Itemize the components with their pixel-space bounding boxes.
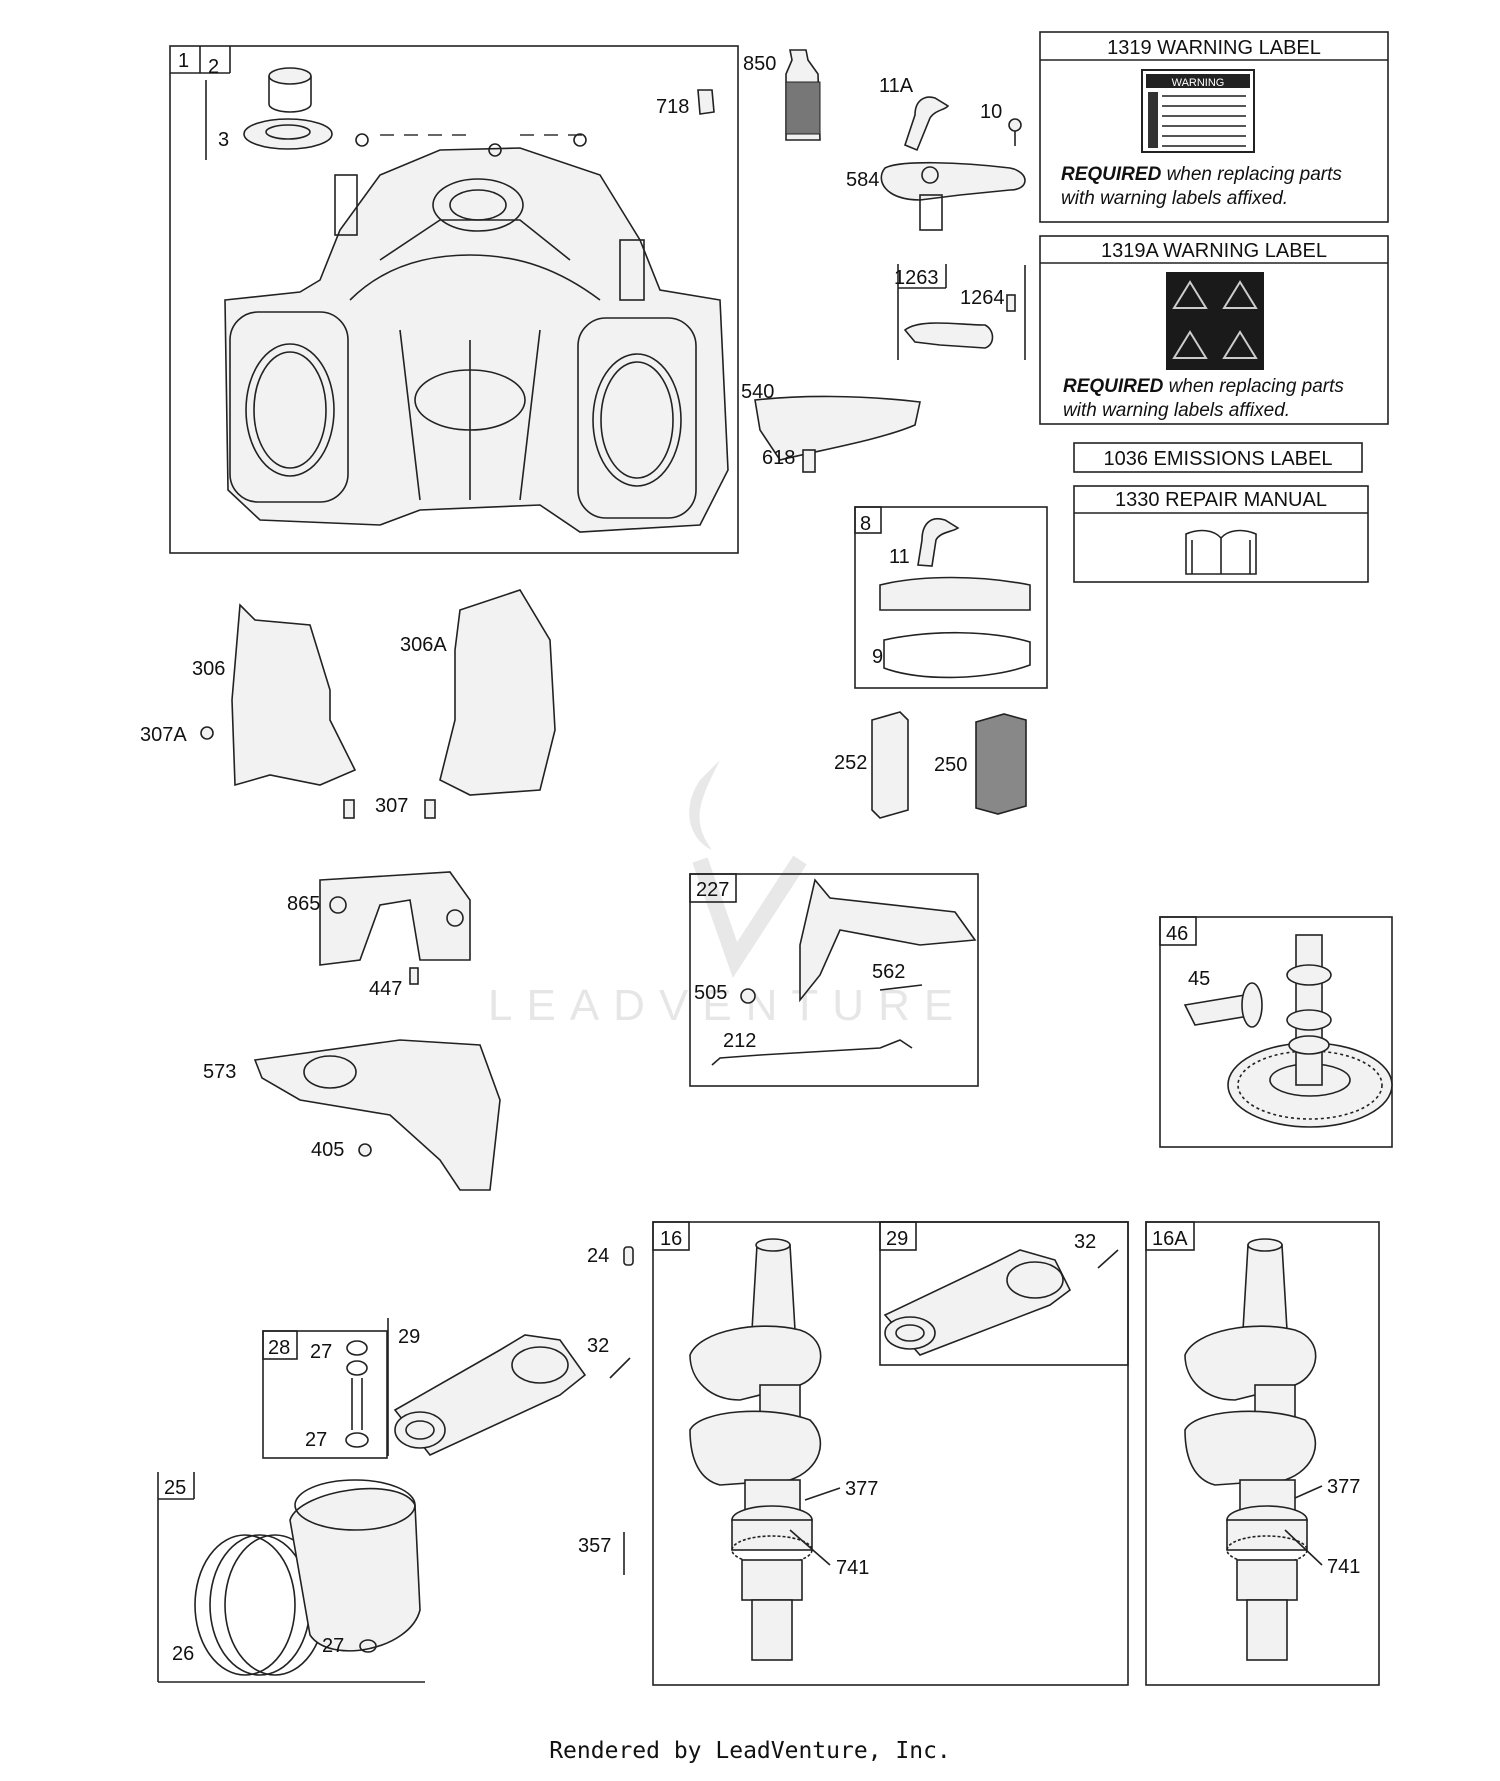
- callout-377b: 377: [1327, 1476, 1360, 1498]
- callout-45: 45: [1188, 968, 1210, 990]
- warning-label-1319A: 1319A WARNING LABEL REQUIRED when replac…: [1039, 235, 1389, 425]
- part-584-breather: 584: [846, 161, 1026, 231]
- callout-307: 307: [375, 795, 408, 817]
- part-306A-shield: 306A 307: [375, 589, 556, 819]
- callout-618: 618: [762, 447, 795, 469]
- part-1263-group: 1263 1264: [894, 264, 1026, 360]
- callout-250: 250: [934, 754, 967, 776]
- callout-29b: 29: [886, 1228, 908, 1250]
- callout-3: 3: [218, 129, 229, 151]
- group-8-head-cover: 8 11 9: [854, 506, 1048, 689]
- group-29-connecting-rod: 29 32: [879, 1221, 1129, 1366]
- callout-447: 447: [369, 978, 402, 1000]
- callout-24: 24: [587, 1245, 609, 1267]
- label-1319-req-line2: with warning labels affixed.: [1061, 188, 1288, 209]
- callout-357: 357: [578, 1535, 611, 1557]
- callout-29a: 29: [398, 1326, 420, 1348]
- callout-10: 10: [980, 101, 1002, 123]
- callout-1263: 1263: [894, 267, 939, 289]
- callout-212: 212: [723, 1030, 756, 1052]
- part-540-gasket: 540: [741, 381, 921, 461]
- hazard-symbols-icon: [1166, 272, 1264, 370]
- emissions-label-1036: 1036 EMISSIONS LABEL: [1073, 442, 1363, 473]
- book-icon: [1185, 529, 1257, 575]
- callout-227: 227: [696, 879, 729, 901]
- callout-11A: 11A: [879, 75, 914, 97]
- part-10-screw: 10: [980, 101, 1022, 146]
- part-865-bracket: 865 447: [287, 871, 471, 1000]
- group-25-piston: 25 26 27: [157, 1472, 425, 1683]
- callout-307A: 307A: [140, 724, 187, 746]
- callout-306: 306: [192, 658, 225, 680]
- group-46-camshaft: 46 45: [1159, 916, 1393, 1148]
- callout-741b: 741: [1327, 1556, 1360, 1578]
- callout-25: 25: [164, 1477, 186, 1499]
- group-227-governor: 227 505 562 212: [689, 873, 979, 1087]
- callout-26: 26: [172, 1643, 194, 1665]
- parts-252-250-filters: 252 250: [834, 711, 1027, 819]
- label-1319-title: 1319 WARNING LABEL: [1107, 37, 1321, 59]
- part-573-plate: 573 405: [203, 1039, 501, 1191]
- callout-718: 718: [656, 96, 689, 118]
- watermark-text: LEADVENTURE: [488, 981, 967, 1030]
- callout-46: 46: [1166, 923, 1188, 945]
- callout-1: 1: [178, 50, 189, 72]
- callout-573: 573: [203, 1061, 236, 1083]
- callout-32a: 32: [587, 1335, 609, 1357]
- part-357-key: 357: [578, 1532, 625, 1575]
- callout-32b: 32: [1074, 1231, 1096, 1253]
- callout-28: 28: [268, 1337, 290, 1359]
- callout-540: 540: [741, 381, 774, 403]
- callout-377a: 377: [845, 1478, 878, 1500]
- callout-562: 562: [872, 961, 905, 983]
- callout-27b: 27: [305, 1429, 327, 1451]
- callout-16: 16: [660, 1228, 682, 1250]
- part-306-shield: 306 307A: [140, 603, 357, 819]
- repair-manual-1330: 1330 REPAIR MANUAL: [1073, 485, 1369, 583]
- part-618-screw: 618: [762, 447, 816, 473]
- callout-8: 8: [860, 513, 871, 535]
- callout-11: 11: [889, 546, 910, 568]
- label-1319A-req-line2: with warning labels affixed.: [1063, 400, 1290, 421]
- callout-252: 252: [834, 752, 867, 774]
- part-24-pin: 24: [587, 1245, 634, 1267]
- engine-block-group: 1 2 3: [169, 45, 739, 554]
- sticker-heading: WARNING: [1172, 77, 1225, 89]
- footer-credit: Rendered by LeadVenture, Inc.: [549, 1738, 951, 1764]
- callout-306A: 306A: [400, 634, 447, 656]
- callout-405: 405: [311, 1139, 344, 1161]
- watermark: LEADVENTURE: [488, 760, 967, 1030]
- callout-865: 865: [287, 893, 320, 915]
- group-28-clips: 28 27 27: [262, 1330, 388, 1459]
- label-1319A-req-rest: when replacing parts: [1163, 376, 1344, 397]
- part-718-dowel: 718: [656, 89, 715, 118]
- svg-text:REQUIRED when replacing parts: REQUIRED when replacing parts: [1061, 164, 1342, 185]
- group-16A-crankshaft: 16A 377 741: [1145, 1221, 1380, 1686]
- callout-1264: 1264: [960, 287, 1005, 309]
- part-11A-tube: 11A: [879, 75, 950, 152]
- callout-2: 2: [208, 56, 219, 78]
- label-1330-title: 1330 REPAIR MANUAL: [1115, 489, 1327, 511]
- callout-27c: 27: [322, 1635, 344, 1657]
- callout-850: 850: [743, 53, 776, 75]
- callout-16A: 16A: [1152, 1228, 1188, 1250]
- group-16-crankshaft: 16 377 741: [652, 1221, 1129, 1686]
- part-850-sealant-tube: 850: [743, 49, 821, 141]
- label-1319-required: REQUIRED: [1061, 164, 1162, 185]
- part-29-connecting-rod: 29 32: [387, 1318, 631, 1456]
- callout-741a: 741: [836, 1557, 869, 1579]
- warning-label-1319: 1319 WARNING LABEL WARNING REQUIRED when…: [1039, 31, 1389, 223]
- callout-27a: 27: [310, 1341, 332, 1363]
- callout-584: 584: [846, 169, 879, 191]
- callout-505: 505: [694, 982, 727, 1004]
- label-1319A-title: 1319A WARNING LABEL: [1101, 240, 1327, 262]
- label-1319A-required: REQUIRED: [1063, 376, 1164, 397]
- callout-9: 9: [872, 646, 883, 668]
- label-1036-title: 1036 EMISSIONS LABEL: [1103, 448, 1332, 470]
- label-1319-req-rest: when replacing parts: [1161, 164, 1342, 185]
- svg-text:REQUIRED when replacing parts: REQUIRED when replacing parts: [1063, 376, 1344, 397]
